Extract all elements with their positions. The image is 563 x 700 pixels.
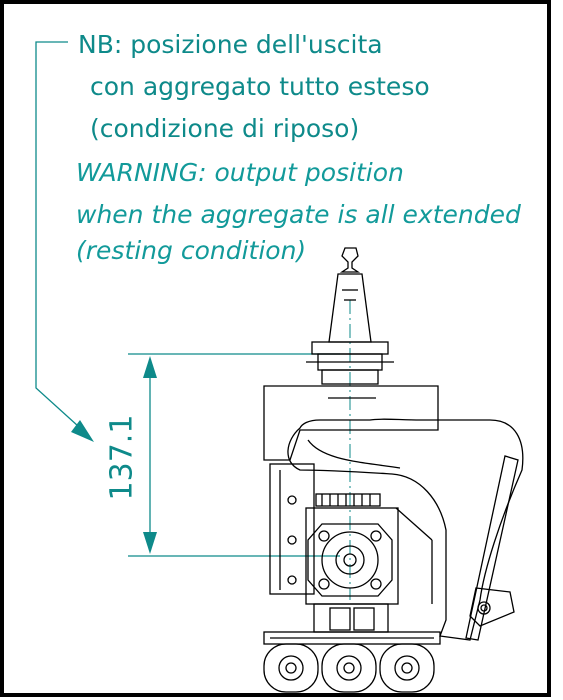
curved-arm [287, 418, 524, 641]
leader-line [35, 41, 79, 427]
leader-arrowhead [71, 420, 94, 442]
side-plate [269, 463, 315, 595]
output-flange [307, 523, 393, 597]
note-italian-line-1: NB: posizione dell'uscita [78, 30, 383, 59]
note-english-line-1: WARNING: output position [76, 158, 404, 187]
dimension-value: 137.1 [104, 414, 140, 501]
cooling-fins [315, 493, 381, 507]
dimension-lines [128, 353, 340, 557]
note-italian-line-2: con aggregato tutto esteso [90, 72, 430, 101]
aggregate-drawing [263, 247, 524, 693]
head-block [263, 385, 439, 461]
lower-block [313, 603, 389, 633]
pull-stud [339, 247, 361, 273]
clamp [469, 587, 515, 627]
drawing-border [0, 0, 551, 697]
handle-bar [465, 455, 519, 641]
dimension-arrow-bottom [143, 532, 157, 554]
note-english-line-3: (resting condition) [76, 236, 307, 265]
dimension-arrow-top [143, 356, 157, 378]
note-english-line-2: when the aggregate is all extended [76, 200, 521, 229]
note-italian-line-3: (condizione di riposo) [90, 114, 360, 143]
rollers [263, 643, 435, 693]
